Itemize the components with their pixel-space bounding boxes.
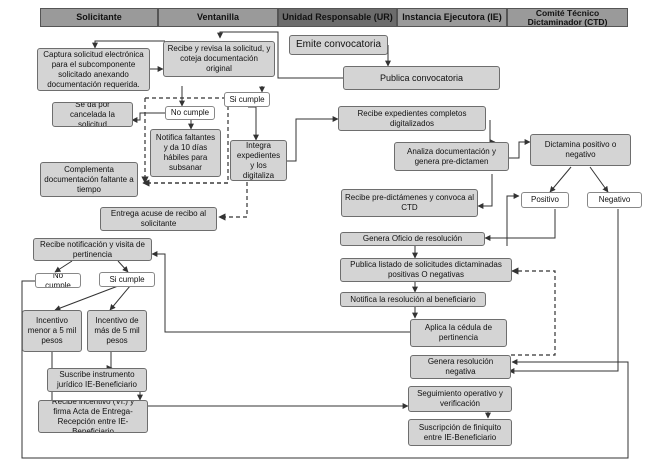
node-no-cumple-revision: No cumple <box>165 106 215 120</box>
node-positivo: Positivo <box>521 192 569 208</box>
node-complementa-documentacion: Complementa documentación faltante a tie… <box>40 162 138 197</box>
node-notifica-resolucion: Notifica la resolución al beneficiario <box>340 292 486 307</box>
lane-comite-tecnico: Comité Técnico Dictaminador (CTD) <box>507 8 628 27</box>
node-notifica-faltantes: Notifica faltantes y da 10 días hábiles … <box>150 129 221 177</box>
node-negativo: Negativo <box>587 192 642 208</box>
lane-instancia-ejecutora: Instancia Ejecutora (IE) <box>397 8 507 27</box>
node-recibe-incentivo: Recibe incentivo (VI.) y firma Acta de E… <box>38 400 148 433</box>
node-recibe-predictamenes: Recibe pre-dictámenes y convoca al CTD <box>341 189 478 217</box>
node-publica-listado: Publica listado de solicitudes dictamina… <box>340 258 512 282</box>
node-entrega-acuse: Entrega acuse de recibo al solicitante <box>100 207 217 231</box>
node-genera-resolucion-negativa: Genera resolución negativa <box>410 355 511 379</box>
node-no-cumple-pertinencia: No cumple <box>35 273 81 288</box>
node-incentivo-mas: Incentivo de más de 5 mil pesos <box>87 310 147 352</box>
lane-ventanilla: Ventanilla <box>158 8 278 27</box>
node-analiza-documentacion: Analiza documentación y genera pre-dicta… <box>394 142 509 171</box>
node-recibe-revisa-solicitud: Recibe y revisa la solicitud, y coteja d… <box>163 41 275 77</box>
node-suscripcion-finiquito: Suscripción de finiquito entre IE-Benefi… <box>408 419 512 446</box>
node-recibe-notificacion: Recibe notificación y visita de pertinen… <box>33 238 152 261</box>
node-si-cumple-pertinencia: Si cumple <box>99 272 155 287</box>
node-seguimiento-operativo: Seguimiento operativo y verificación <box>408 386 512 412</box>
node-emite-convocatoria: Emite convocatoria <box>289 35 388 55</box>
node-recibe-expedientes: Recibe expedientes completos digitalizad… <box>338 106 486 131</box>
lane-unidad-responsable: Unidad Responsable (UR) <box>278 8 397 27</box>
node-captura-solicitud: Captura solicitud electrónica para el su… <box>37 48 150 91</box>
node-dictamina: Dictamina positivo o negativo <box>530 134 631 166</box>
node-integra-expedientes: Integra expedientes y los digitaliza <box>230 140 287 181</box>
node-si-cumple-revision: Si cumple <box>224 92 270 107</box>
node-aplica-cedula: Aplica la cédula de pertinencia <box>410 319 507 347</box>
node-genera-oficio: Genera Oficio de resolución <box>340 232 485 246</box>
node-publica-convocatoria: Publica convocatoria <box>343 66 500 90</box>
lane-solicitante: Solicitante <box>40 8 158 27</box>
node-solicitud-cancelada: Se da por cancelada la solicitud <box>52 102 133 127</box>
node-incentivo-menor: Incentivo menor a 5 mil pesos <box>22 310 82 352</box>
node-suscribe-instrumento: Suscribe instrumento jurídico IE-Benefic… <box>47 368 147 392</box>
